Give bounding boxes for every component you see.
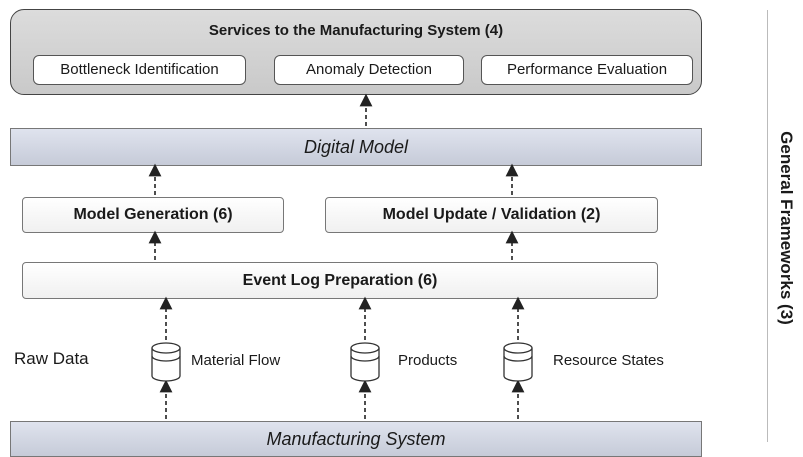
service-performance-evaluation: Performance Evaluation	[481, 55, 693, 85]
data-source-material-flow-label: Material Flow	[191, 352, 281, 369]
services-panel: Services to the Manufacturing System (4)…	[10, 9, 702, 95]
raw-data-label: Raw Data	[14, 349, 89, 368]
data-source-resource-states-label: Resource States	[553, 352, 664, 369]
divider-line	[767, 10, 768, 442]
database-icon	[350, 342, 380, 382]
services-title: Services to the Manufacturing System (4)	[208, 22, 504, 39]
manufacturing-system-band: Manufacturing System	[10, 421, 702, 457]
database-icon	[503, 342, 533, 382]
digital-model-band: Digital Model	[10, 128, 702, 166]
model-generation-box: Model Generation (6)	[22, 197, 284, 233]
event-log-preparation-box: Event Log Preparation (6)	[22, 262, 658, 299]
model-update-box: Model Update / Validation (2)	[325, 197, 658, 233]
data-source-products-label: Products	[398, 352, 458, 369]
database-icon	[151, 342, 181, 382]
service-anomaly-detection: Anomaly Detection	[274, 55, 464, 85]
service-bottleneck-identification: Bottleneck Identification	[33, 55, 246, 85]
